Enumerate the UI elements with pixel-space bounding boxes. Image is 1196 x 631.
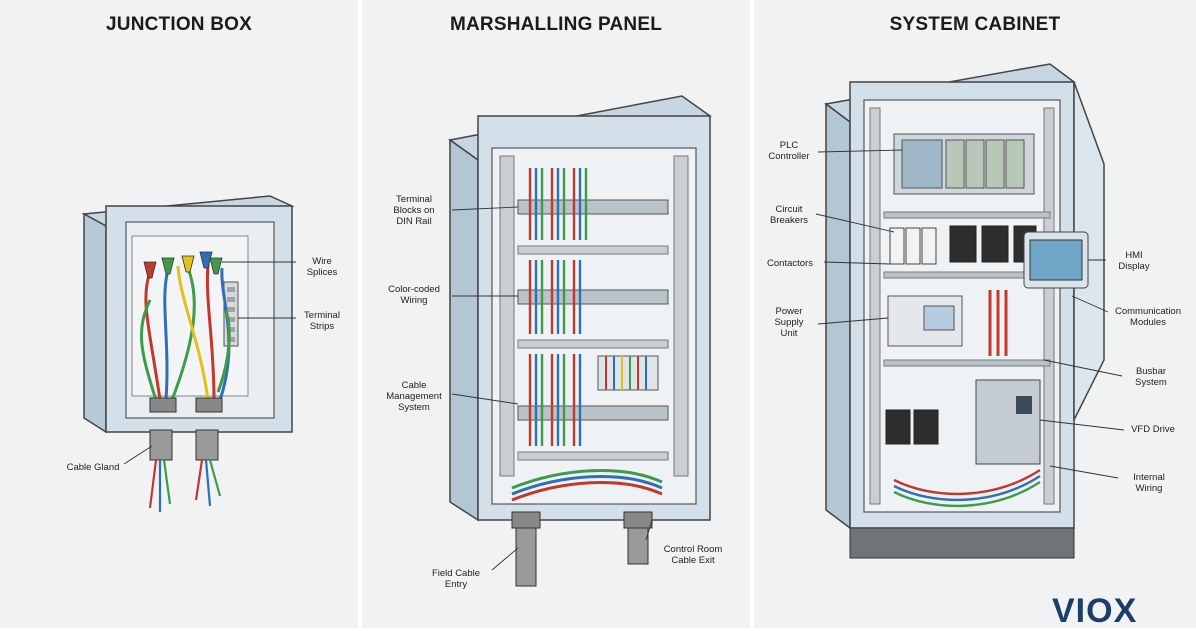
junction-box-panel: JUNCTION BOX bbox=[0, 0, 358, 628]
power-supply-label: Power Supply Unit bbox=[774, 306, 804, 339]
system-cabinet-title: SYSTEM CABINET bbox=[889, 14, 1061, 35]
color-coded-wiring-label: Color-coded Wiring bbox=[388, 284, 440, 306]
junction-box-title: JUNCTION BOX bbox=[106, 14, 252, 35]
communication-modules-label: Communication Modules bbox=[1115, 306, 1181, 328]
marshalling-panel-panel: MARSHALLING PANEL bbox=[362, 0, 750, 628]
plc-controller-label: PLC Controller bbox=[768, 140, 810, 162]
junction-box-illustration bbox=[81, 195, 296, 512]
terminal-blocks-label: Terminal Blocks on DIN Rail bbox=[393, 194, 435, 227]
terminal-strips-label: Terminal Strips bbox=[304, 310, 340, 332]
system-cabinet-panel: SYSTEM CABINET bbox=[754, 0, 1196, 628]
cable-gland-label: Cable Gland bbox=[66, 462, 120, 473]
control-room-exit-label: Control Room Cable Exit bbox=[663, 544, 723, 566]
wire-splices-label: Wire Splices bbox=[306, 256, 338, 278]
marshalling-panel-illustration bbox=[448, 95, 712, 587]
hmi-display-label: HMI Display bbox=[1118, 250, 1150, 272]
viox-logo: VIOX bbox=[1052, 592, 1138, 630]
internal-wiring-label: Internal Wiring bbox=[1133, 472, 1165, 494]
system-cabinet-illustration bbox=[815, 63, 1125, 559]
field-cable-entry-label: Field Cable Entry bbox=[431, 568, 481, 590]
busbar-system-label: Busbar System bbox=[1135, 366, 1167, 388]
contactors-label: Contactors bbox=[767, 258, 813, 269]
circuit-breakers-label: Circuit Breakers bbox=[769, 204, 808, 226]
vfd-drive-label: VFD Drive bbox=[1131, 424, 1175, 435]
cable-management-label: Cable Management System bbox=[386, 380, 442, 413]
marshalling-panel-title: MARSHALLING PANEL bbox=[449, 14, 663, 35]
